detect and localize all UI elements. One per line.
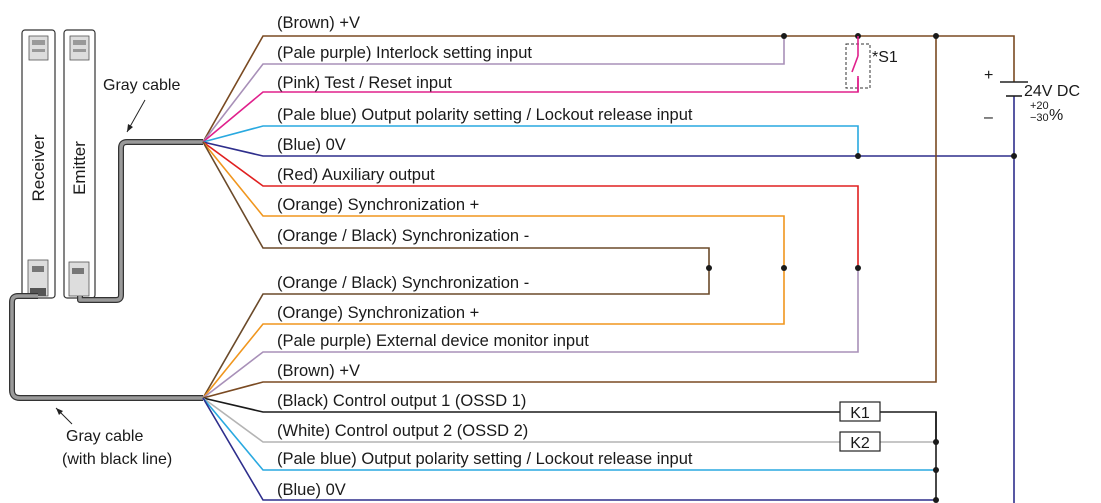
- wire-orange-black-sync-minus-emitter: [202, 141, 710, 268]
- wire-pale-blue-emitter: [202, 125, 859, 156]
- junction-dot: [933, 33, 939, 39]
- wire-label: (Blue) 0V: [277, 481, 346, 499]
- power-voltage-label: 24V DC: [1024, 83, 1080, 100]
- relay-k1: K1: [839, 401, 881, 422]
- receiver-wire-group: [202, 36, 937, 501]
- wire-label: (Brown) +V: [277, 14, 360, 32]
- wire-label: (Orange / Black) Synchronization -: [277, 227, 529, 245]
- wire-blue-receiver: [202, 397, 936, 501]
- switch-s1: *S1: [845, 36, 898, 92]
- wire-label: (White) Control output 2 (OSSD 2): [277, 422, 528, 440]
- wire-red-auxiliary: [202, 141, 859, 268]
- wire-brown-emitter: [202, 35, 1015, 143]
- emitter-wire-group: [202, 35, 1015, 268]
- relay-k1-label: K1: [850, 405, 870, 422]
- wire-orange-black-sync-minus-receiver: [202, 268, 710, 399]
- gray-cable-receiver: [9, 293, 203, 401]
- wire-label: (Pink) Test / Reset input: [277, 74, 452, 92]
- wire-orange-sync-plus-receiver: [202, 268, 785, 399]
- receiver-wire-labels: (Orange / Black) Synchronization - (Oran…: [277, 274, 693, 499]
- junction-dots: [706, 33, 1017, 503]
- wire-label: (Brown) +V: [277, 362, 360, 380]
- emitter-label: Emitter: [70, 141, 89, 195]
- wire-label: (Pale purple) Interlock setting input: [277, 44, 532, 62]
- wire-label: (Pale purple) External device monitor in…: [277, 332, 589, 350]
- relay-k2-label: K2: [850, 435, 870, 452]
- wire-label: (Orange) Synchronization +: [277, 304, 479, 322]
- power-supply: + – 24V DC +20 −30 %: [984, 67, 1080, 126]
- gray-cable-label-bottom-1: Gray cable: [66, 428, 143, 445]
- wire-blue-emitter: [202, 141, 1014, 157]
- junction-dot: [933, 467, 939, 473]
- wire-pale-purple-interlock: [202, 36, 785, 143]
- power-minus-sign: –: [984, 109, 993, 126]
- junction-dot: [855, 265, 861, 271]
- junction-dot: [933, 439, 939, 445]
- switch-label: *S1: [872, 49, 898, 66]
- power-tolerance-percent: %: [1049, 107, 1063, 124]
- power-tolerance-plus: +20: [1030, 100, 1049, 112]
- junction-dot: [781, 33, 787, 39]
- receiver-unit: Receiver: [21, 29, 56, 299]
- wire-label: (Orange / Black) Synchronization -: [277, 274, 529, 292]
- wire-brown-receiver: [202, 36, 937, 399]
- wire-label: (Red) Auxiliary output: [277, 166, 435, 184]
- emitter-wire-labels: (Brown) +V (Pale purple) Interlock setti…: [277, 14, 693, 245]
- power-tolerance-minus: −30: [1030, 112, 1049, 124]
- wire-label: (Pale blue) Output polarity setting / Lo…: [277, 106, 693, 124]
- gray-cable-label-bottom-2: (with black line): [62, 451, 172, 468]
- wire-pale-blue-receiver: [202, 397, 936, 471]
- gray-cable-label-top: Gray cable: [103, 77, 180, 94]
- gray-cable-emitter: [77, 139, 203, 303]
- junction-dot: [706, 265, 712, 271]
- wire-white-ossd2: [202, 397, 936, 443]
- receiver-label: Receiver: [29, 134, 48, 201]
- wire-label: (Orange) Synchronization +: [277, 196, 479, 214]
- wire-orange-sync-plus-emitter: [202, 141, 785, 268]
- wire-label: (Blue) 0V: [277, 136, 346, 154]
- relay-k2: K2: [839, 431, 881, 452]
- junction-dot: [855, 153, 861, 159]
- junction-dot: [933, 497, 939, 503]
- wire-label: (Pale blue) Output polarity setting / Lo…: [277, 450, 693, 468]
- wire-label: (Black) Control output 1 (OSSD 1): [277, 392, 526, 410]
- junction-dot: [1011, 153, 1017, 159]
- wire-pale-purple-edm: [202, 268, 859, 399]
- emitter-unit: Emitter: [63, 29, 96, 299]
- power-plus-sign: +: [984, 67, 993, 84]
- junction-dot: [781, 265, 787, 271]
